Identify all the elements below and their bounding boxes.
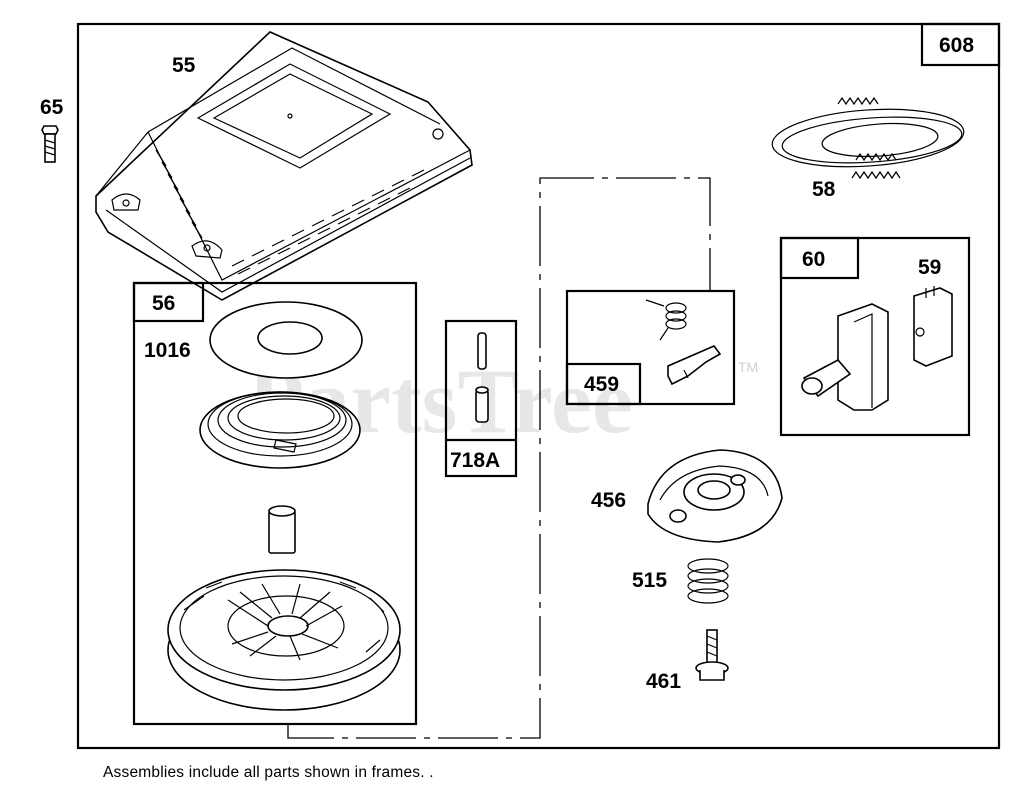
pin-set-part-718a — [475, 332, 489, 423]
rope-handle-part-60 — [801, 303, 889, 411]
callout-1016: 1016 — [144, 339, 191, 362]
callout-459: 459 — [584, 373, 619, 396]
callout-515: 515 — [632, 569, 667, 592]
assembly-frame-56 — [132, 281, 418, 726]
callout-56: 56 — [152, 292, 175, 315]
assembly-frame-60 — [779, 236, 971, 437]
callout-59: 59 — [918, 256, 941, 279]
callout-608: 608 — [939, 34, 974, 57]
callout-55: 55 — [172, 54, 196, 77]
assembly-frame-459 — [565, 289, 736, 406]
callout-65: 65 — [40, 96, 64, 119]
callout-461: 461 — [646, 670, 681, 693]
callout-718a: 718A — [450, 449, 500, 472]
label-box-608 — [920, 22, 1001, 67]
assembly-footnote: Assemblies include all parts shown in fr… — [103, 764, 434, 781]
assembly-frame-608 — [76, 22, 1001, 750]
rewind-spring — [199, 391, 361, 469]
callout-58: 58 — [812, 178, 836, 201]
assembly-frame-718a — [444, 319, 518, 478]
connector-line — [287, 177, 711, 739]
bolt-part-65 — [41, 125, 59, 163]
starter-pin — [268, 505, 296, 554]
callout-456: 456 — [591, 489, 626, 512]
starter-pulley — [167, 569, 401, 711]
label-box-60 — [779, 236, 860, 280]
pawl-spring-part-459 — [645, 299, 722, 386]
label-box-56 — [132, 281, 205, 323]
spring-part-515 — [687, 558, 729, 604]
blower-housing-part-55 — [95, 31, 473, 301]
handle-insert-part-59 — [913, 286, 953, 367]
callout-60: 60 — [802, 248, 825, 271]
starter-rope-part-58 — [771, 96, 965, 180]
watermark-trademark: TM — [738, 359, 758, 375]
starter-cup-part-456 — [647, 449, 783, 543]
washer-part-1016 — [209, 301, 363, 379]
screw-part-461 — [695, 629, 729, 681]
label-box-459 — [565, 362, 642, 406]
